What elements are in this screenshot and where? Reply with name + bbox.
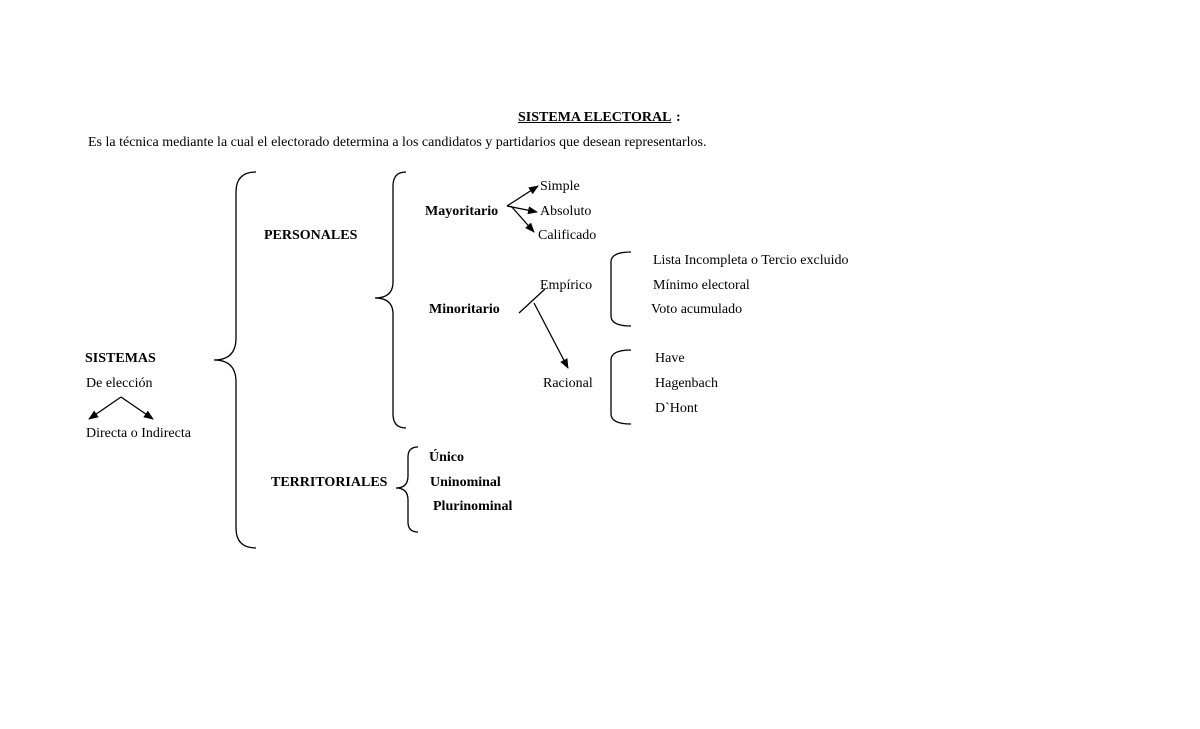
territoriales-brace	[395, 446, 419, 533]
mayoritario-item: Calificado	[538, 228, 597, 243]
racional-item: Have	[655, 351, 685, 366]
empirico-bracket	[610, 251, 632, 327]
root-sub: De elección	[86, 376, 153, 391]
personales-label: PERSONALES	[264, 228, 358, 243]
territoriales-item: Plurinominal	[433, 499, 513, 514]
racional-item: D`Hont	[655, 401, 698, 416]
empirico-item: Mínimo electoral	[653, 278, 750, 293]
empirico-label: Empírico	[540, 278, 593, 293]
racional-label: Racional	[543, 376, 593, 391]
territoriales-item: Uninominal	[430, 475, 501, 490]
racional-item: Hagenbach	[655, 376, 718, 391]
empirico-item: Voto acumulado	[651, 302, 743, 317]
arrow-empirico	[518, 288, 546, 314]
arrow-simple	[506, 185, 539, 207]
personales-brace	[374, 171, 407, 429]
territoriales-item: Único	[429, 450, 464, 465]
root-modes: Directa o Indirecta	[86, 426, 191, 441]
territoriales-label: TERRITORIALES	[271, 475, 388, 490]
main-brace	[213, 171, 257, 549]
mayoritario-item: Simple	[540, 179, 580, 194]
page-title-colon: :	[676, 110, 681, 125]
arrow-calificado	[510, 205, 535, 233]
arrow-indirecta	[120, 396, 154, 420]
root-label: SISTEMAS	[85, 351, 156, 366]
page-title: SISTEMA ELECTORAL	[518, 110, 672, 125]
arrow-directa	[88, 396, 122, 420]
empirico-item: Lista Incompleta o Tercio excluido	[653, 253, 849, 268]
racional-bracket	[610, 349, 632, 425]
mayoritario-item: Absoluto	[540, 204, 592, 219]
mayoritario-label: Mayoritario	[425, 204, 499, 219]
definition-text: Es la técnica mediante la cual el electo…	[88, 135, 707, 150]
minoritario-label: Minoritario	[429, 302, 500, 317]
arrow-racional	[533, 302, 569, 369]
